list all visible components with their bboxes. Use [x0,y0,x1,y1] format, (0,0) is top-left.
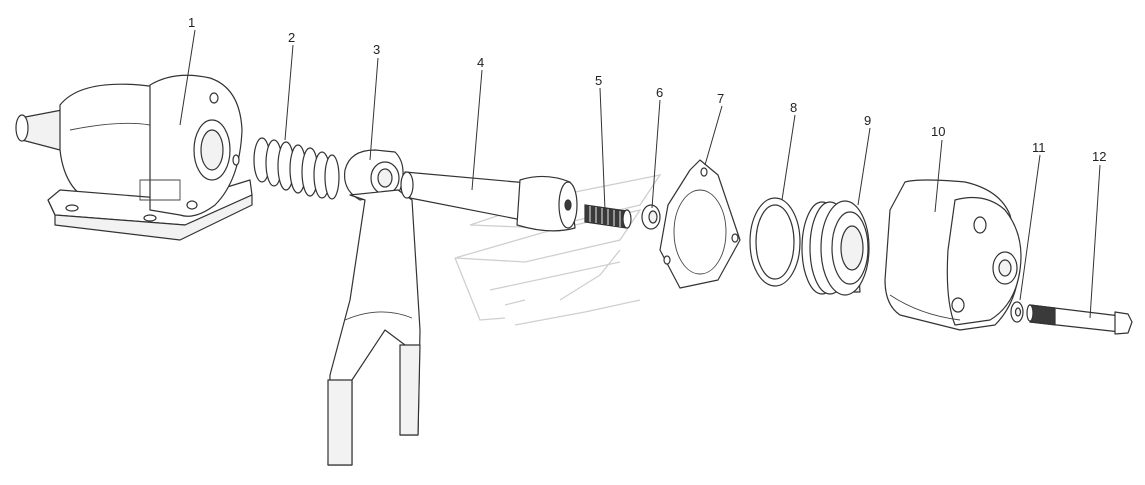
callout-2: 2 [288,30,295,45]
part-shift-fork [327,149,421,466]
part-housing [15,74,253,241]
leader-11 [1019,154,1041,301]
callout-7: 7 [717,91,724,106]
part-spring [253,137,340,200]
part-cover [884,179,1022,331]
callout-labels: 1 2 3 4 5 6 7 8 9 10 11 12 [188,15,1106,164]
part-set-screw [584,204,632,229]
leader-2 [284,44,294,141]
callout-12: 12 [1092,149,1106,164]
part-o-ring [749,197,801,287]
leader-1 [179,29,196,126]
leader-3 [369,57,379,161]
leader-5 [599,87,606,211]
callout-10: 10 [931,124,945,139]
leader-6 [651,99,661,209]
callout-9: 9 [864,113,871,128]
leader-8 [781,114,796,201]
leader-7 [704,105,723,166]
callout-6: 6 [656,85,663,100]
part-piston [801,200,870,296]
callout-8: 8 [790,100,797,115]
callout-3: 3 [373,42,380,57]
leader-12 [1089,164,1101,319]
leader-lines [179,29,1101,319]
part-shaft [400,171,578,232]
leader-9 [857,127,871,206]
leader-10 [934,139,943,213]
callout-5: 5 [595,73,602,88]
part-gasket [659,159,741,289]
callout-4: 4 [477,55,484,70]
part-washer [1010,301,1024,323]
callout-11: 11 [1032,140,1046,155]
part-nut [641,204,661,230]
part-bolt [1026,304,1133,335]
callout-1: 1 [188,15,195,30]
leader-4 [471,69,483,191]
